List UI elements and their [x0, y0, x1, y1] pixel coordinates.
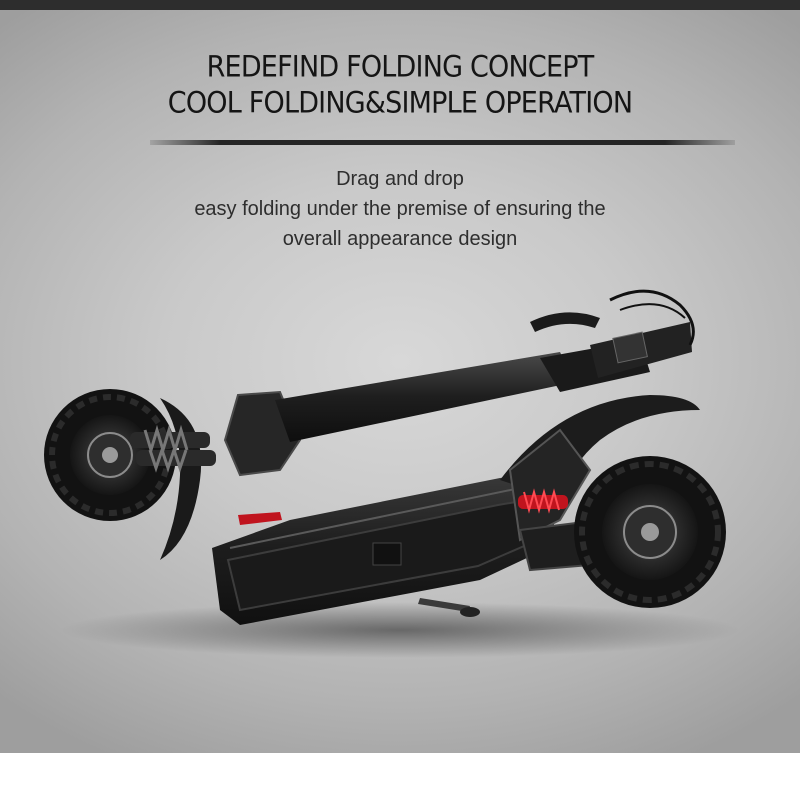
divider — [150, 140, 735, 145]
headline-line-1: REDEFIND FOLDING CONCEPT — [206, 50, 595, 85]
headline-line-2: COOL FOLDING&SIMPLE OPERATION — [167, 86, 633, 121]
description-line-3: overall appearance design — [282, 228, 518, 250]
folding-lever — [238, 512, 282, 525]
description-line-1: Drag and drop — [336, 168, 464, 190]
top-bar — [0, 0, 800, 10]
rear-wheel — [574, 456, 726, 608]
product-banner: REDEFIND FOLDING CONCEPT COOL FOLDING&SI… — [0, 0, 800, 753]
front-suspension — [130, 424, 216, 473]
ground-shadow — [60, 602, 740, 658]
bottom-strip — [0, 753, 800, 800]
deck — [212, 472, 560, 625]
description-line-2: easy folding under the premise of ensuri… — [194, 198, 606, 220]
folded-scooter-photo — [44, 289, 740, 658]
stem — [223, 289, 695, 477]
